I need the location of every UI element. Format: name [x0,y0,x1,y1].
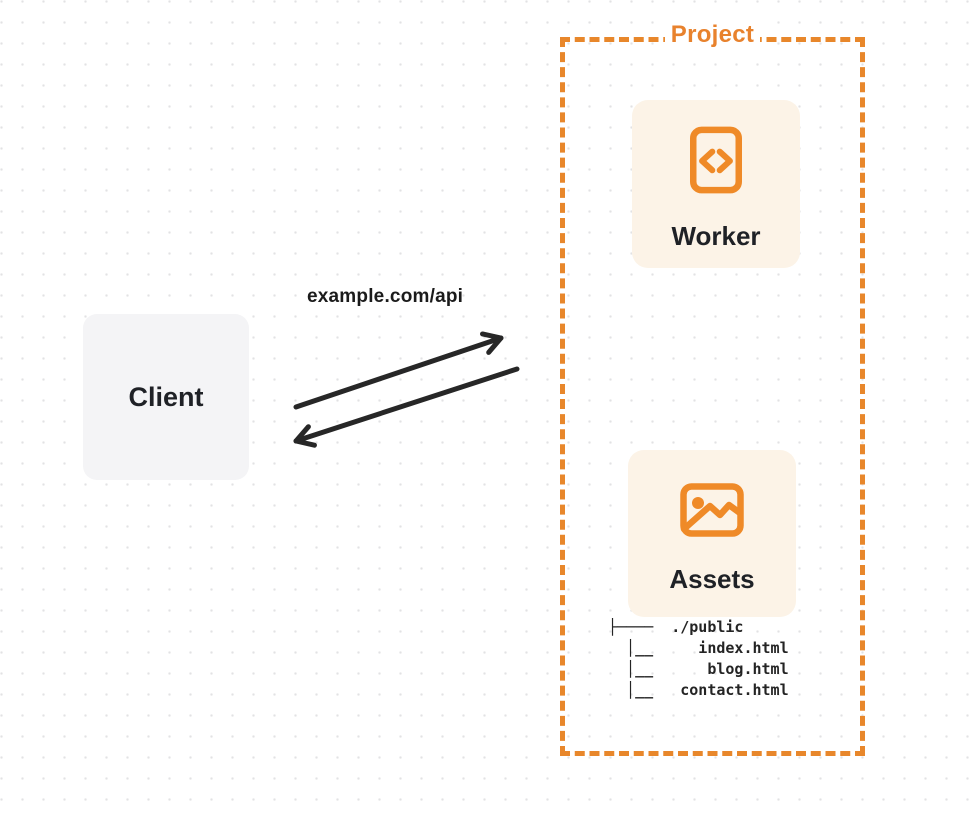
project-title: Project [565,20,860,50]
assets-label: Assets [669,564,755,594]
assets-file-tree: ├──── ./public │__ index.html │__ blog.h… [608,618,789,699]
project-title-text: Project [664,20,761,50]
client-node: Client [83,314,249,480]
code-file-icon [690,126,742,194]
worker-label: Worker [671,221,761,251]
image-icon [680,483,744,537]
client-label: Client [128,381,204,412]
assets-node: Assets [628,450,796,617]
worker-node: Worker [632,100,800,268]
project-boundary: Project Worker Assets ├──── ./public │__… [560,20,865,756]
request-url-label: example.com/api [307,286,464,307]
request-arrow [293,331,504,410]
response-arrow [293,366,520,448]
